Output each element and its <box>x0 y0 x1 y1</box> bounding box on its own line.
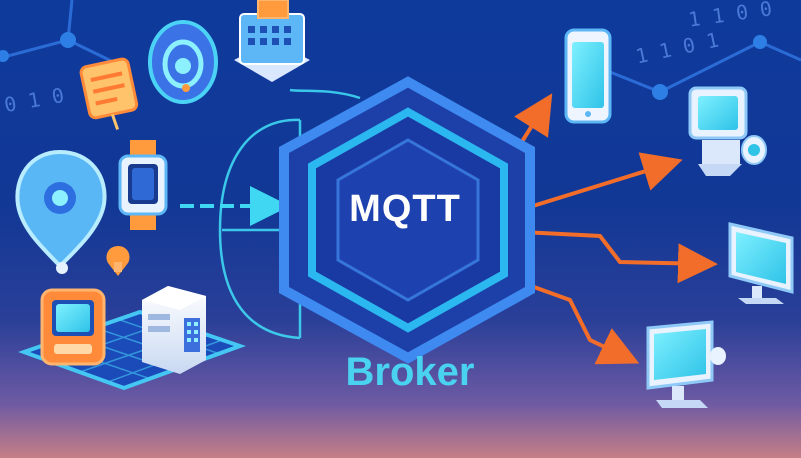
server-icon <box>142 286 206 374</box>
broker-caption: Broker <box>345 350 475 394</box>
network-lines-right <box>609 40 801 94</box>
network-node-icon <box>652 84 668 100</box>
fingerprint-lock-icon <box>148 20 218 104</box>
tag-icon <box>79 57 139 131</box>
location-pin-icon <box>15 149 107 274</box>
smart-home-icon <box>234 0 310 82</box>
security-camera-icon <box>688 86 767 176</box>
broker-protocol-label: MQTT <box>349 188 461 230</box>
location-marker-icon <box>106 246 130 276</box>
outbound-arrows <box>514 93 718 365</box>
broker-hexagon <box>279 76 535 364</box>
network-node-icon <box>60 32 76 48</box>
smartwatch-icon <box>118 140 168 230</box>
network-node-icon <box>0 50 9 62</box>
network-node-icon <box>753 35 767 49</box>
smartphone-icon <box>564 28 612 124</box>
desktop-monitor-icon <box>728 222 794 304</box>
thermostat-icon <box>40 288 106 366</box>
desktop-monitor-icon <box>646 320 726 408</box>
